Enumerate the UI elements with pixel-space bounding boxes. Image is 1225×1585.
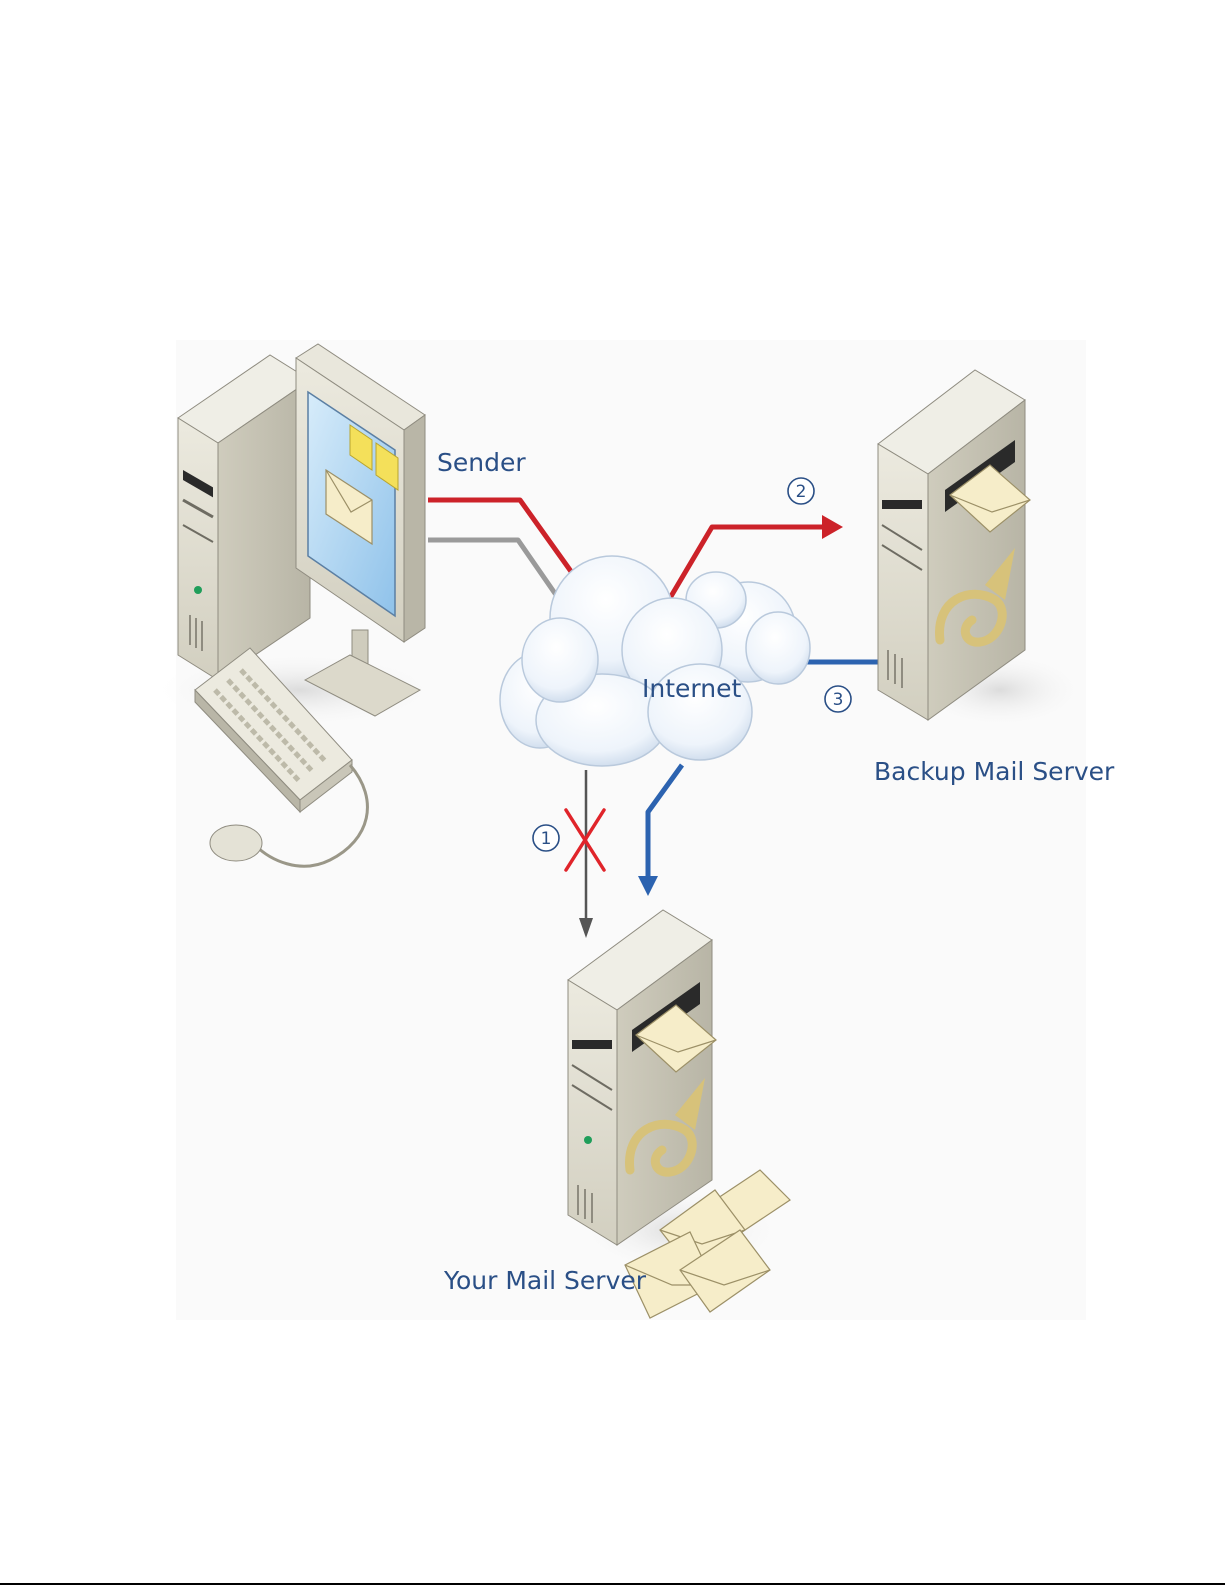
- sender-label: Sender: [437, 448, 526, 477]
- mouse-icon: [210, 825, 262, 861]
- step-badge-3: 3: [825, 686, 851, 712]
- internet-label: Internet: [642, 674, 741, 703]
- step-2-label: 2: [796, 482, 807, 502]
- backup-mail-server-label: Backup Mail Server: [874, 757, 1115, 786]
- step-1-label: 1: [541, 829, 552, 849]
- power-led-icon: [194, 586, 202, 594]
- your-mail-server-label: Your Mail Server: [443, 1266, 647, 1295]
- step-badge-1: 1: [533, 825, 559, 851]
- power-led-icon: [584, 1136, 592, 1144]
- step-3-label: 3: [833, 690, 844, 710]
- step-badge-2: 2: [788, 478, 814, 504]
